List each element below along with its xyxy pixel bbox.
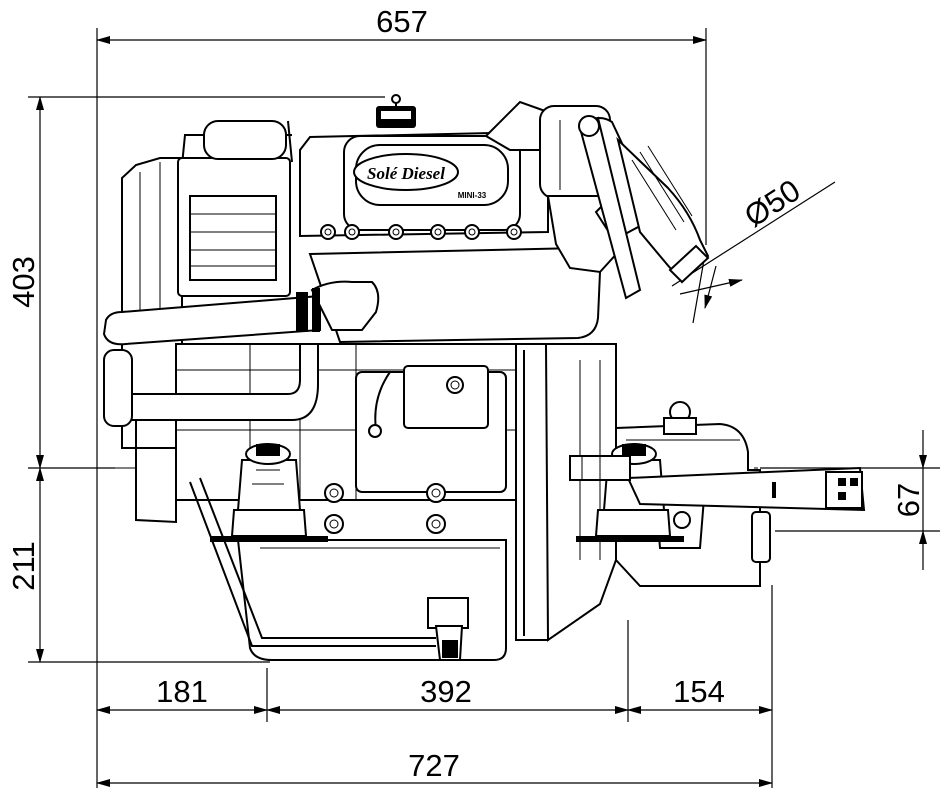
rocker-cover: Solé Diesel MINI-33	[299, 130, 549, 240]
support-tube	[199, 477, 436, 639]
engine-outline: Solé Diesel MINI-33	[102, 94, 866, 661]
injection-pump	[355, 365, 507, 493]
model-plate-text: MINI-33	[458, 191, 487, 200]
dim-front-to-mount: 181	[156, 674, 208, 709]
dim-shaft-offset: 67	[891, 483, 926, 517]
logo-text: Solé Diesel	[367, 164, 445, 183]
rocker-cover-bolts	[320, 224, 522, 240]
dim-overall-width-top: 657	[376, 4, 428, 39]
dimension-lines	[28, 28, 940, 788]
lower-water-pipe	[103, 343, 319, 427]
dim-overall-length: 727	[408, 748, 460, 783]
dim-mount-to-flange: 154	[673, 674, 725, 709]
gearbox-mount-bracket	[626, 466, 866, 512]
dim-height-below-axis: 211	[6, 541, 41, 590]
exhaust-elbow	[578, 115, 710, 300]
oil-sump	[236, 539, 507, 661]
oil-filler-cap	[376, 94, 416, 128]
block-bolts	[324, 483, 446, 534]
dimension-labels: 657 403 211 Ø50 67 181 392 154 727	[6, 4, 926, 783]
dim-height-above-axis: 403	[6, 256, 41, 308]
flywheel-housing	[515, 343, 617, 642]
front-engine-mount	[210, 443, 328, 542]
dim-outlet-diameter: Ø50	[738, 173, 806, 234]
output-flange	[569, 455, 631, 481]
dim-mount-to-mount: 392	[420, 674, 472, 709]
alternator	[177, 120, 293, 297]
coolant-hose	[102, 280, 380, 346]
